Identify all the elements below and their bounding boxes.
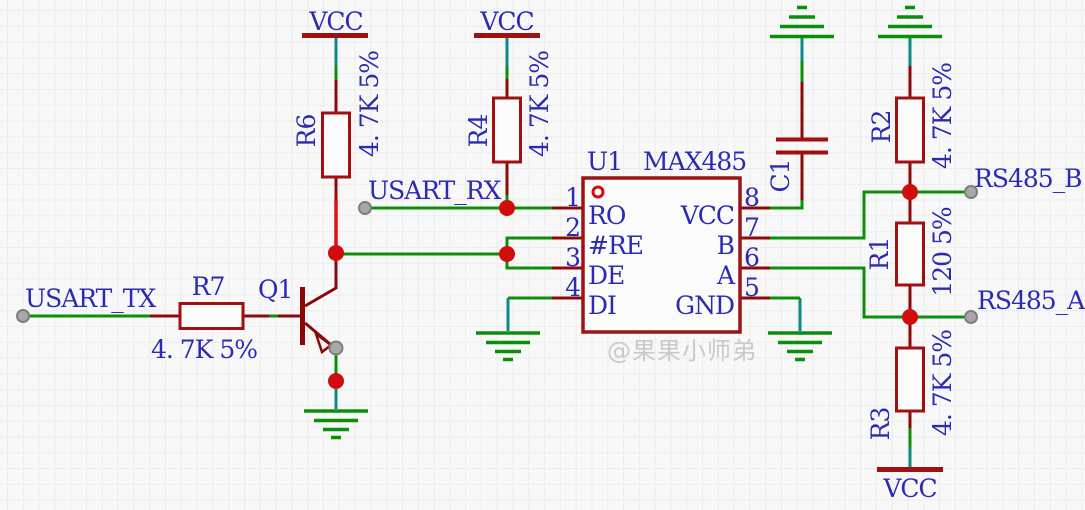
ref-label: R6 — [292, 115, 321, 148]
ref-label: R3 — [866, 408, 895, 441]
resistor-r7[interactable]: R7 4. 7K 5% — [150, 272, 269, 364]
junction-dot — [499, 200, 515, 216]
pin-name-di: DI — [588, 291, 616, 320]
resistor-r4[interactable]: R4 4. 7K 5% — [464, 51, 554, 195]
resistor-body[interactable] — [895, 96, 925, 164]
base-bar[interactable] — [300, 287, 305, 345]
emitter-arrow — [313, 330, 334, 355]
net-label-usart-tx[interactable]: USART_TX — [25, 284, 157, 313]
resistor-body[interactable] — [321, 111, 351, 179]
ref-label: R2 — [867, 111, 896, 144]
pin-number-3: 3 — [565, 243, 580, 272]
net-rs485-a[interactable]: RS485_A — [964, 286, 1085, 324]
resistor-r2[interactable]: R2 4. 7K 5% — [867, 63, 957, 188]
junction-dot — [328, 373, 344, 389]
junction-dots — [328, 184, 918, 389]
part-label: MAX485 — [643, 147, 746, 176]
vcc-label: VCC — [479, 7, 533, 36]
net-port[interactable] — [964, 185, 978, 199]
power-flag-vcc-r4[interactable]: VCC — [474, 7, 540, 68]
wire-pin-b[interactable] — [770, 190, 904, 240]
pin-name-de: DE — [588, 261, 624, 290]
net-usart-rx[interactable]: USART_RX — [358, 176, 503, 215]
ic-body[interactable] — [581, 176, 742, 334]
net-label-usart-rx[interactable]: USART_RX — [368, 176, 503, 205]
watermark: @果果小师弟 — [607, 337, 757, 365]
net-port[interactable] — [964, 310, 978, 324]
transistor-q1[interactable]: Q1 — [258, 261, 344, 356]
resistor-r6[interactable]: R6 4. 7K 5% — [292, 51, 384, 247]
net-port[interactable] — [16, 309, 30, 323]
junction-dot — [902, 184, 918, 200]
value-label: 4. 7K 5% — [355, 51, 384, 157]
net-label-rs485-b[interactable]: RS485_B — [974, 164, 1083, 193]
ref-label: Q1 — [258, 275, 292, 304]
collector-arm — [304, 286, 337, 308]
ground-symbol-above-c1[interactable] — [770, 5, 834, 62]
pin-name-vcc: VCC — [680, 201, 734, 230]
pin-name-a: A — [716, 261, 736, 290]
pin-number-1: 1 — [565, 183, 580, 212]
ground-symbol-q1-emitter[interactable] — [304, 389, 368, 440]
resistor-r1[interactable]: R1 120 5% — [865, 196, 957, 313]
resistor-r3[interactable]: R3 4. 7K 5% — [866, 321, 957, 440]
pin-number-8: 8 — [744, 183, 759, 212]
wire-pin-vcc-c1[interactable] — [770, 199, 804, 210]
ref-label: R1 — [865, 238, 894, 271]
pin-number-5: 5 — [744, 273, 759, 302]
power-flag-vcc-r3[interactable]: VCC — [877, 446, 943, 503]
wire-pin-a[interactable] — [770, 266, 904, 319]
power-flag-vcc-r6[interactable]: VCC — [302, 7, 368, 68]
pin-name-b: B — [717, 231, 734, 260]
pin-name-ro: RO — [588, 201, 626, 230]
junction-dot — [328, 245, 344, 261]
vcc-label: VCC — [308, 7, 362, 36]
ground-symbol-above-r2[interactable] — [878, 5, 942, 67]
ref-label: R7 — [192, 272, 225, 301]
capacitor-c1[interactable]: C1 — [766, 82, 828, 200]
pin-name-re: #RE — [588, 231, 643, 260]
ic-u1-max485[interactable]: U1 MAX485 1 2 3 4 8 7 6 5 RO #RE DE DI V… — [552, 147, 770, 334]
resistor-body[interactable] — [178, 302, 245, 330]
pin-name-gnd: GND — [675, 291, 734, 320]
value-label: 4. 7K 5% — [928, 330, 957, 436]
ref-label: U1 — [587, 147, 622, 176]
net-port[interactable] — [358, 201, 372, 215]
value-label: 4. 7K 5% — [928, 63, 957, 169]
junction-dot — [499, 246, 515, 262]
net-rs485-b[interactable]: RS485_B — [964, 164, 1083, 199]
resistor-body[interactable] — [895, 221, 925, 287]
ground-symbol-pin-di[interactable] — [476, 298, 540, 362]
pin-number-2: 2 — [565, 213, 580, 242]
pin-number-6: 6 — [744, 243, 759, 272]
pin-number-7: 7 — [744, 213, 759, 242]
ground-symbol-pin-gnd[interactable] — [768, 298, 832, 362]
pin1-indicator-icon — [591, 185, 605, 199]
junction-dot — [902, 309, 918, 325]
net-usart-tx[interactable]: USART_TX — [16, 284, 157, 323]
value-label: 120 5% — [928, 207, 957, 297]
ref-label: R4 — [464, 115, 493, 148]
pin-number-4: 4 — [565, 273, 580, 302]
net-label-rs485-a[interactable]: RS485_A — [977, 286, 1085, 315]
value-label: 4. 7K 5% — [525, 51, 554, 157]
resistor-body[interactable] — [492, 96, 522, 164]
wires — [29, 61, 966, 447]
vcc-label: VCC — [882, 474, 936, 503]
value-label: 4. 7K 5% — [151, 335, 257, 364]
ref-label: C1 — [766, 159, 795, 192]
resistor-body[interactable] — [895, 346, 925, 413]
emitter-pin-port[interactable] — [328, 340, 344, 356]
